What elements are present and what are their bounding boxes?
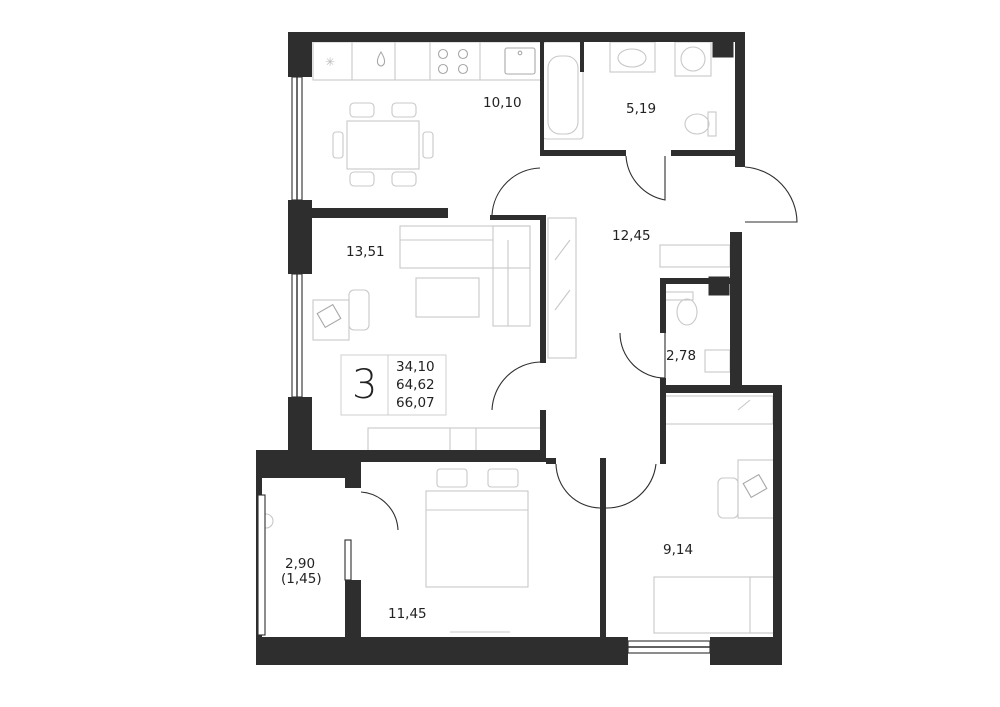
apartment-info: 3 34,10 64,62 66,07 [340,354,447,416]
room-area-child-room: 9,14 [663,542,693,558]
room-area-hall: 12,45 [612,228,651,244]
walls [256,32,782,665]
room-area-bedroom: 11,45 [388,606,427,622]
area-with-balcony: 66,07 [396,395,435,411]
room-area-kitchen: 10,10 [483,95,522,111]
windows [257,76,711,654]
room-labels: 10,10 5,19 12,45 13,51 2,78 11,45 9,14 2… [281,95,696,622]
room-area-bathroom: 5,19 [626,101,656,117]
room-area-living: 13,51 [346,244,385,260]
room-area-wc: 2,78 [666,348,696,364]
room-area-balcony: 2,90 [285,556,315,572]
svg-text:✳: ✳ [325,55,335,69]
area-total: 64,62 [396,377,435,393]
room-area-balcony-reduced: (1,45) [281,571,322,587]
area-living: 34,10 [396,359,435,375]
doors [360,155,798,531]
furniture: ✳ [258,41,775,634]
rooms-count: 3 [352,362,377,408]
